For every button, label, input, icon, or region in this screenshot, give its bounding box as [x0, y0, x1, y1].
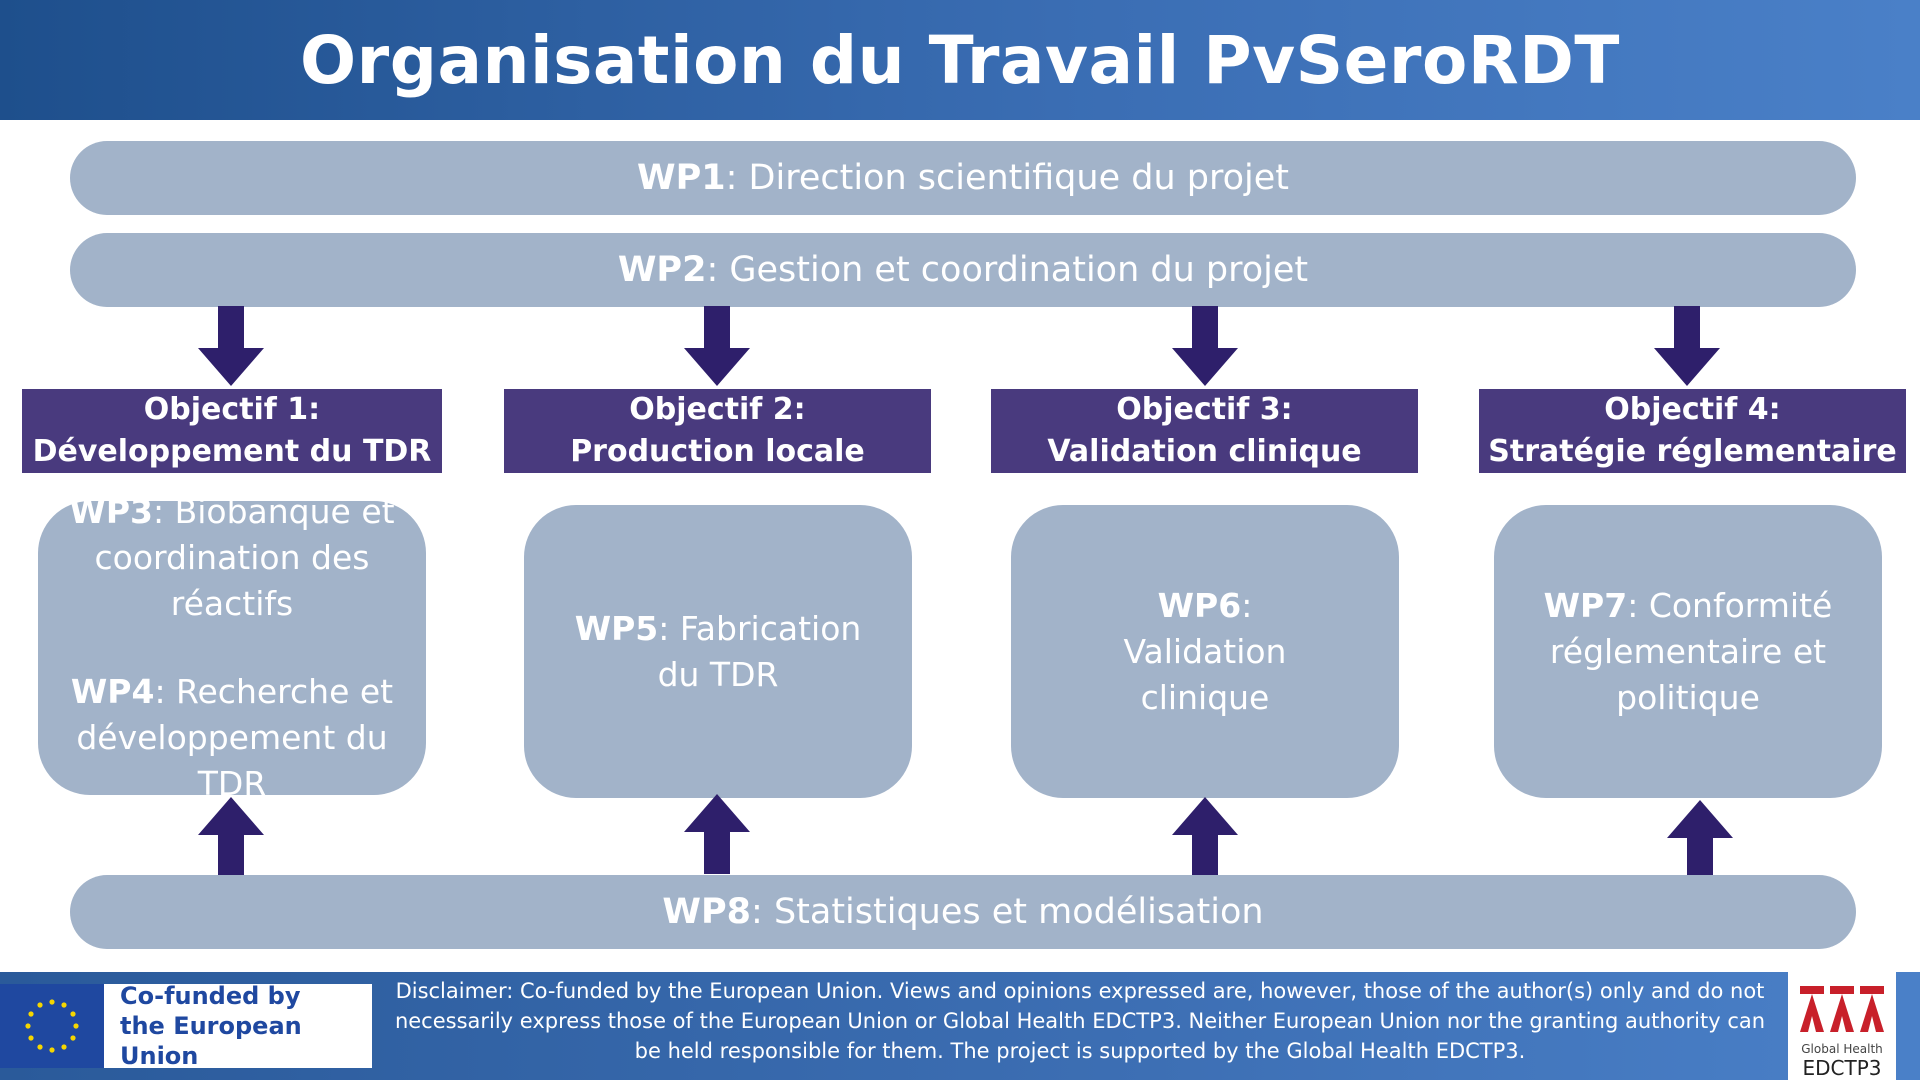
wp8-code: WP8 [662, 892, 752, 932]
up-arrow-icon [1172, 797, 1238, 877]
wp1-bar: WP1: Direction scientifique du projet [70, 141, 1856, 215]
wp2-text: : Gestion et coordination du projet [706, 250, 1309, 290]
objective-1-subtitle: Développement du TDR [32, 434, 432, 469]
wp6-text: : Validation clinique [1123, 585, 1287, 717]
wp8-bar: WP8: Statistiques et modélisation [70, 875, 1856, 949]
edctp-logo: Global Health EDCTP3 [1788, 972, 1896, 1080]
wp1-code: WP1 [636, 158, 726, 198]
wp5-box: WP5: Fabrication du TDR [524, 505, 912, 798]
header-banner: Organisation du Travail PvSeroRDT [0, 0, 1920, 120]
down-arrow-icon [1172, 306, 1238, 386]
eu-flag-icon [0, 984, 104, 1068]
eu-line-2: the European Union [120, 1012, 302, 1070]
wp5-text: : Fabrication du TDR [657, 608, 862, 694]
up-arrow-icon [198, 797, 264, 877]
wp6-box: WP6: Validation clinique [1011, 505, 1399, 798]
wp7-text: : Conformité réglementaire et politique [1549, 585, 1833, 717]
page-title: Organisation du Travail PvSeroRDT [300, 21, 1620, 99]
wp3-wp4-box: WP3: Biobanque et coordination des réact… [38, 492, 426, 803]
objective-2-title: Objectif 2: [629, 392, 806, 427]
objective-4: Objectif 4: Stratégie réglementaire [1479, 389, 1906, 473]
wp3-code: WP3 [69, 492, 153, 531]
wp7-code: WP7 [1543, 585, 1628, 625]
wp4-text: : Recherche et développement du TDR [76, 672, 394, 803]
wp5-code: WP5 [574, 608, 659, 648]
edctp-figures-icon [1798, 982, 1886, 1034]
footer: Co-funded by the European Union Disclaim… [0, 972, 1920, 1080]
down-arrow-icon [198, 306, 264, 386]
objective-3-title: Objectif 3: [1116, 392, 1293, 427]
up-arrow-icon [1667, 800, 1733, 880]
up-arrow-icon [684, 794, 750, 874]
wp8-text: : Statistiques et modélisation [751, 892, 1264, 932]
down-arrow-icon [1654, 306, 1720, 386]
objective-3-subtitle: Validation clinique [1047, 434, 1362, 469]
edctp-line-2: EDCTP3 [1802, 1056, 1882, 1080]
edctp-line-1: Global Health [1801, 1042, 1883, 1056]
objective-4-subtitle: Stratégie réglementaire [1488, 434, 1897, 469]
down-arrow-icon [684, 306, 750, 386]
wp4-code: WP4 [70, 672, 155, 711]
objective-4-title: Objectif 4: [1604, 392, 1781, 427]
objective-2-subtitle: Production locale [570, 434, 865, 469]
objective-2: Objectif 2: Production locale [504, 389, 931, 473]
eu-line-1: Co-funded by [120, 982, 301, 1010]
disclaimer-text: Disclaimer: Co-funded by the European Un… [394, 979, 1766, 1063]
wp2-bar: WP2: Gestion et coordination du projet [70, 233, 1856, 307]
objective-1: Objectif 1: Développement du TDR [22, 389, 442, 473]
wp6-code: WP6 [1157, 585, 1242, 625]
wp3-text: : Biobanque et coordination des réactifs [94, 492, 395, 623]
wp7-box: WP7: Conformité réglementaire et politiq… [1494, 505, 1882, 798]
wp1-text: : Direction scientifique du projet [725, 158, 1289, 198]
objective-3: Objectif 3: Validation clinique [991, 389, 1418, 473]
wp2-code: WP2 [617, 250, 707, 290]
objective-1-title: Objectif 1: [143, 392, 321, 427]
eu-cofunded-logo: Co-funded by the European Union [0, 982, 372, 1070]
